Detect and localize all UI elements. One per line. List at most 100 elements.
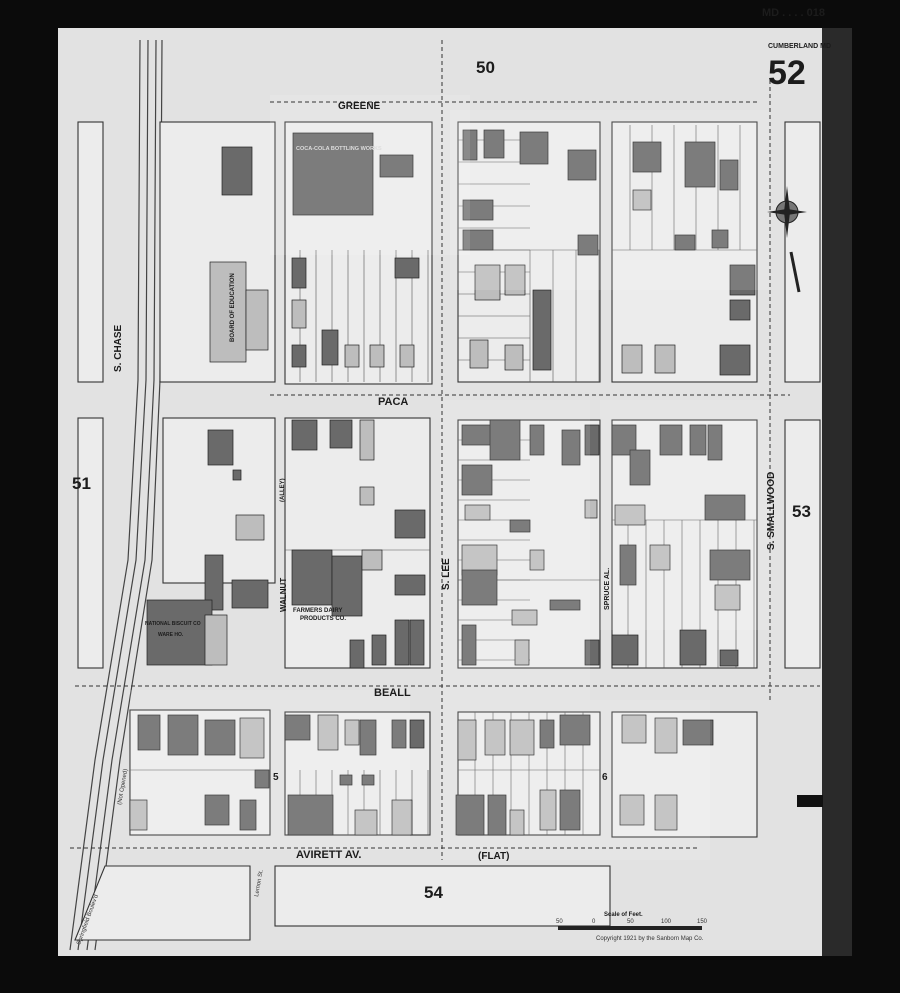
building bbox=[719, 649, 739, 667]
water-mains bbox=[70, 40, 820, 860]
label-farmers-dairy-sub: PRODUCTS CO. bbox=[300, 616, 346, 622]
building bbox=[584, 499, 598, 519]
building bbox=[221, 146, 253, 196]
building bbox=[291, 549, 333, 606]
building bbox=[559, 714, 591, 746]
building bbox=[559, 789, 581, 831]
building bbox=[729, 299, 751, 321]
building bbox=[539, 719, 555, 749]
building bbox=[584, 424, 600, 456]
building bbox=[654, 794, 678, 831]
building bbox=[344, 719, 360, 746]
building bbox=[659, 424, 683, 456]
building bbox=[684, 141, 716, 188]
building bbox=[632, 141, 662, 173]
city-block bbox=[77, 121, 104, 383]
building bbox=[629, 449, 651, 486]
building bbox=[349, 639, 365, 669]
page-number: 52 bbox=[768, 54, 806, 92]
building bbox=[674, 234, 696, 251]
street-spruce-alley: SPRUCE AL. bbox=[604, 568, 611, 610]
building bbox=[461, 624, 477, 666]
building bbox=[394, 509, 426, 539]
city-label: CUMBERLAND MD bbox=[768, 43, 831, 50]
building bbox=[146, 599, 213, 666]
building bbox=[245, 289, 269, 351]
building bbox=[509, 519, 531, 533]
building bbox=[231, 579, 269, 609]
building bbox=[394, 257, 420, 279]
building bbox=[577, 234, 599, 256]
street-lemon: Lemon St. bbox=[254, 869, 265, 897]
building bbox=[409, 619, 425, 666]
building bbox=[509, 809, 525, 836]
building bbox=[291, 299, 307, 329]
building bbox=[461, 569, 498, 606]
street-avirett: AVIRETT AV. bbox=[296, 849, 361, 861]
alley-label: (ALLEY) bbox=[280, 478, 286, 502]
building bbox=[329, 419, 353, 449]
building bbox=[619, 544, 637, 586]
adjacent-sheet-south: 54 bbox=[424, 883, 443, 902]
building bbox=[711, 229, 729, 249]
adjacent-sheet-north: 50 bbox=[476, 58, 495, 77]
building bbox=[331, 555, 363, 617]
building bbox=[714, 584, 741, 611]
paste-over-slip bbox=[270, 95, 470, 255]
building bbox=[487, 794, 507, 836]
building bbox=[254, 769, 270, 789]
scale-title: Scale of Feet. bbox=[604, 912, 643, 918]
paste-over-slip bbox=[440, 400, 590, 700]
sheet-edge-shadow bbox=[822, 28, 852, 956]
building bbox=[682, 719, 714, 746]
building bbox=[611, 634, 639, 666]
street-paca: PACA bbox=[378, 396, 408, 408]
building bbox=[287, 794, 334, 836]
building bbox=[462, 199, 494, 221]
building bbox=[462, 229, 494, 251]
label-farmers-dairy: FARMERS DAIRY bbox=[293, 608, 342, 614]
building bbox=[529, 424, 545, 456]
scale-tick: 50 bbox=[556, 919, 563, 925]
building bbox=[359, 486, 375, 506]
north-arrow-compass-icon bbox=[767, 186, 807, 293]
building bbox=[489, 419, 521, 461]
building bbox=[291, 257, 307, 289]
building bbox=[359, 419, 375, 461]
building bbox=[462, 129, 478, 161]
scale-bar: Scale of Feet. 50 0 50 100 150 Copyright… bbox=[556, 912, 708, 942]
building bbox=[649, 544, 671, 571]
building bbox=[654, 344, 676, 374]
building bbox=[469, 339, 489, 369]
building bbox=[729, 264, 756, 296]
building bbox=[519, 131, 549, 165]
building bbox=[461, 464, 493, 496]
building bbox=[137, 714, 161, 751]
building bbox=[532, 289, 552, 371]
scale-tick: 150 bbox=[697, 919, 708, 925]
street-s-chase: S. CHASE bbox=[113, 324, 124, 372]
building bbox=[719, 159, 739, 191]
building bbox=[284, 714, 311, 741]
label-national-biscuit: NATIONAL BISCUIT CO bbox=[145, 621, 201, 627]
building bbox=[654, 717, 678, 754]
building bbox=[167, 714, 199, 756]
label-coca-cola: COCA-COLA BOTTLING WORKS bbox=[296, 146, 382, 152]
building bbox=[709, 549, 751, 581]
building bbox=[321, 329, 339, 366]
building bbox=[474, 264, 501, 301]
building bbox=[361, 549, 383, 571]
building bbox=[239, 799, 257, 831]
paste-over-slip bbox=[130, 690, 410, 850]
building bbox=[549, 599, 581, 611]
building bbox=[394, 574, 426, 596]
building bbox=[514, 639, 530, 666]
adjacent-sheet-west: 51 bbox=[72, 474, 91, 493]
building bbox=[207, 429, 234, 466]
building bbox=[361, 774, 375, 786]
building bbox=[235, 514, 265, 541]
building bbox=[129, 799, 148, 831]
city-block bbox=[784, 419, 821, 669]
building bbox=[584, 639, 600, 666]
